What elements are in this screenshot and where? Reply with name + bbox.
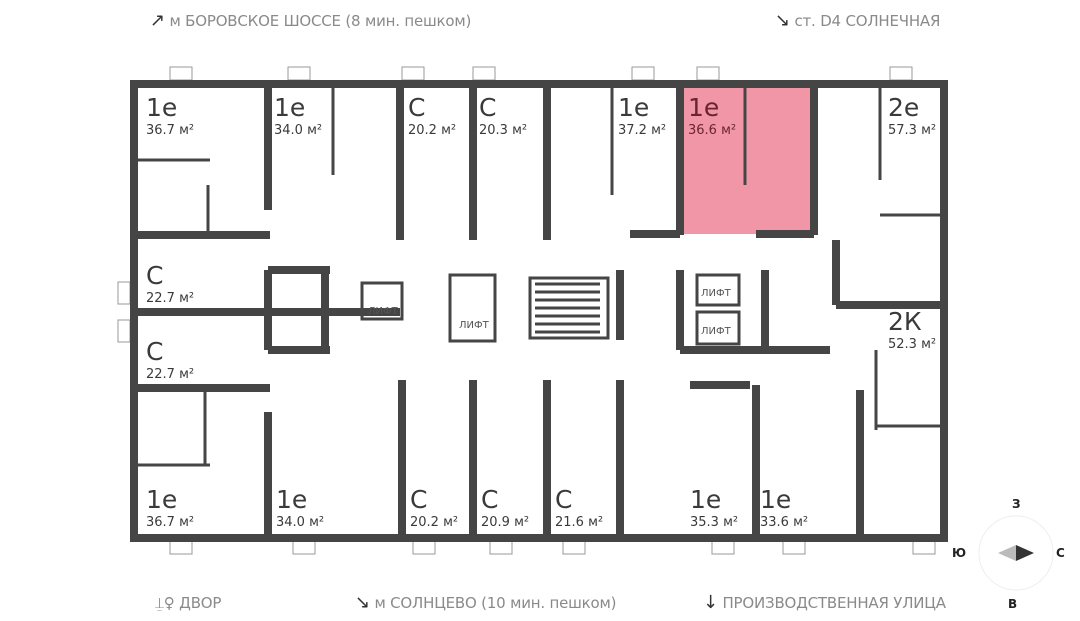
svg-text:В: В bbox=[1008, 597, 1017, 611]
svg-text:ЛИФТ: ЛИФТ bbox=[701, 326, 732, 337]
svg-text:1е: 1е bbox=[146, 93, 177, 122]
svg-text:ЛИФТ: ЛИФТ bbox=[459, 320, 490, 331]
svg-text:36.7 м²: 36.7 м² bbox=[146, 515, 194, 530]
arrow-down-right-icon: ↘ bbox=[355, 592, 370, 613]
unit-c-20-9-bottom[interactable]: С20.9 м² bbox=[481, 485, 529, 530]
lift: ЛИФТ bbox=[695, 273, 741, 307]
lift: ЛИФТ bbox=[448, 273, 497, 343]
partition-walls bbox=[138, 84, 944, 467]
svg-text:ЛИФТ: ЛИФТ bbox=[701, 288, 732, 299]
unit-c-21-6-bottom[interactable]: С21.6 м² bbox=[555, 485, 603, 530]
svg-text:22.7 м²: 22.7 м² bbox=[146, 367, 194, 382]
direction-solntsevo: ↘ м СОЛНЦЕВО (10 мин. пешком) bbox=[355, 592, 616, 613]
svg-text:С: С bbox=[479, 93, 496, 122]
svg-text:20.2 м²: 20.2 м² bbox=[410, 515, 458, 530]
direction-yard: ⍊♀ ДВОР bbox=[155, 594, 221, 612]
svg-text:С: С bbox=[481, 485, 498, 514]
svg-text:ЛИФТ: ЛИФТ bbox=[368, 306, 399, 317]
svg-text:52.3 м²: 52.3 м² bbox=[888, 337, 936, 352]
windows bbox=[117, 66, 936, 555]
svg-text:1е: 1е bbox=[276, 485, 307, 514]
svg-text:20.9 м²: 20.9 м² bbox=[481, 515, 529, 530]
unit-c-20-2-bottom[interactable]: С20.2 м² bbox=[410, 485, 458, 530]
svg-text:С: С bbox=[410, 485, 427, 514]
unit-c-20-2-top[interactable]: С20.2 м² bbox=[408, 93, 456, 138]
svg-text:33.6 м²: 33.6 м² bbox=[760, 515, 808, 530]
svg-text:1е: 1е bbox=[146, 485, 177, 514]
svg-text:2К: 2К bbox=[888, 307, 922, 336]
svg-text:С: С bbox=[555, 485, 572, 514]
svg-text:21.6 м²: 21.6 м² bbox=[555, 515, 603, 530]
svg-text:С: С bbox=[1056, 546, 1065, 560]
direction-solnechnaya: ↘ ст. D4 СОЛНЕЧНАЯ bbox=[775, 10, 940, 31]
svg-text:Ю: Ю bbox=[952, 546, 966, 560]
svg-text:1е: 1е bbox=[760, 485, 791, 514]
direction-label: ПРОИЗВОДСТВЕННАЯ УЛИЦА bbox=[722, 594, 946, 612]
svg-text:1е: 1е bbox=[274, 93, 305, 122]
svg-text:22.7 м²: 22.7 м² bbox=[146, 291, 194, 306]
unit-c-20-3-top[interactable]: С20.3 м² bbox=[479, 93, 527, 138]
svg-text:З: З bbox=[1012, 497, 1021, 511]
selected-unit-highlight[interactable] bbox=[683, 88, 812, 234]
staircase bbox=[528, 276, 610, 340]
arrow-down-right-icon: ↘ bbox=[775, 10, 790, 31]
unit-c-22-7-mid-upper[interactable]: С22.7 м² bbox=[146, 261, 194, 306]
svg-text:36.7 м²: 36.7 м² bbox=[146, 123, 194, 138]
svg-text:2е: 2е bbox=[888, 93, 919, 122]
compass: З Ю С В bbox=[952, 497, 1065, 611]
svg-text:1е: 1е bbox=[618, 93, 649, 122]
svg-text:С: С bbox=[146, 261, 163, 290]
svg-text:1е: 1е bbox=[690, 485, 721, 514]
arrow-up-right-icon: ↗ bbox=[150, 10, 165, 31]
svg-text:20.2 м²: 20.2 м² bbox=[408, 123, 456, 138]
direction-label: м СОЛНЦЕВО (10 мин. пешком) bbox=[374, 594, 617, 612]
svg-text:36.6 м²: 36.6 м² bbox=[688, 123, 736, 138]
lift: ЛИФТ bbox=[695, 310, 741, 346]
svg-text:34.0 м²: 34.0 м² bbox=[274, 123, 322, 138]
yard-icon: ⍊♀ bbox=[155, 594, 175, 612]
svg-text:С: С bbox=[408, 93, 425, 122]
svg-text:37.2 м²: 37.2 м² bbox=[618, 123, 666, 138]
direction-proizvodstvennaya: ↓ ПРОИЗВОДСТВЕННАЯ УЛИЦА bbox=[703, 592, 946, 613]
svg-text:1е: 1е bbox=[688, 93, 719, 122]
svg-text:34.0 м²: 34.0 м² bbox=[276, 515, 324, 530]
lift: ЛИФТ bbox=[360, 281, 404, 321]
svg-text:35.3 м²: 35.3 м² bbox=[690, 515, 738, 530]
direction-label: ДВОР bbox=[179, 594, 222, 612]
compass-needle-icon bbox=[998, 545, 1016, 561]
svg-text:С: С bbox=[146, 337, 163, 366]
interior-walls bbox=[134, 84, 944, 538]
arrow-down-icon: ↓ bbox=[703, 592, 718, 613]
unit-c-22-7-mid-lower[interactable]: С22.7 м² bbox=[146, 337, 194, 382]
svg-text:20.3 м²: 20.3 м² bbox=[479, 123, 527, 138]
direction-label: м БОРОВСКОЕ ШОССЕ (8 мин. пешком) bbox=[169, 12, 472, 30]
direction-borovskoe: ↗ м БОРОВСКОЕ ШОССЕ (8 мин. пешком) bbox=[150, 10, 471, 31]
svg-text:57.3 м²: 57.3 м² bbox=[888, 123, 936, 138]
direction-label: ст. D4 СОЛНЕЧНАЯ bbox=[794, 12, 941, 30]
